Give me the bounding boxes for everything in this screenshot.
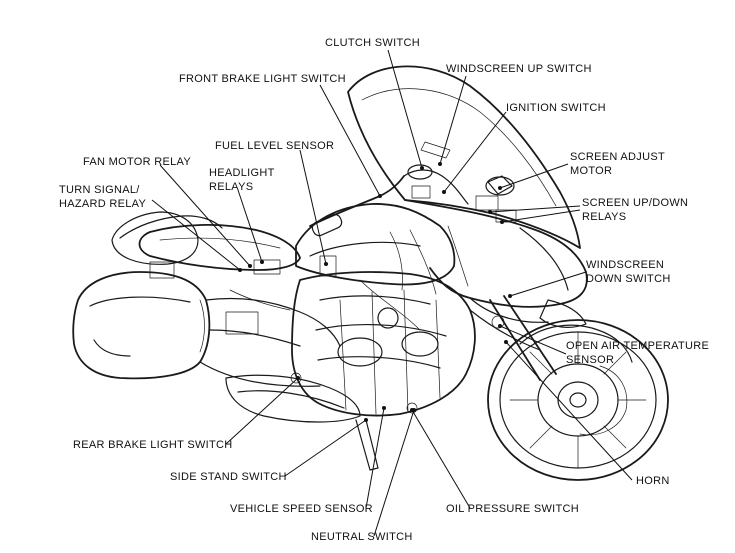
windscreen bbox=[347, 65, 581, 249]
label-rear-brake-light-switch: REAR BRAKE LIGHT SWITCH bbox=[73, 439, 233, 451]
label-fuel-level-sensor: FUEL LEVEL SENSOR bbox=[215, 140, 334, 152]
label-screen-adjust-motor: SCREEN ADJUST MOTOR bbox=[570, 151, 668, 177]
rear-frame bbox=[205, 297, 341, 347]
front-fork bbox=[489, 295, 557, 381]
motorcycle-illustration bbox=[72, 65, 669, 481]
engine bbox=[291, 271, 476, 417]
label-clutch-switch: CLUTCH SWITCH bbox=[325, 37, 420, 49]
label-front-brake-light-switch: FRONT BRAKE LIGHT SWITCH bbox=[179, 73, 346, 85]
exhaust bbox=[225, 374, 361, 423]
label-headlight-relays: HEADLIGHT RELAYS bbox=[209, 167, 278, 193]
saddlebag bbox=[72, 271, 211, 380]
label-windscreen-up-switch: WINDSCREEN UP SWITCH bbox=[446, 63, 592, 75]
label-open-air-temperature-sensor: OPEN AIR TEMPERATURE SENSOR bbox=[566, 340, 712, 366]
labels: CLUTCH SWITCH FRONT BRAKE LIGHT SWITCH W… bbox=[59, 37, 712, 543]
front-wheel bbox=[487, 319, 669, 481]
leader-lines bbox=[151, 49, 633, 537]
label-turn-signal-hazard-relay: TURN SIGNAL/ HAZARD RELAY bbox=[59, 184, 146, 210]
label-fan-motor-relay: FAN MOTOR RELAY bbox=[83, 156, 191, 168]
label-screen-up-down-relays: SCREEN UP/DOWN RELAYS bbox=[582, 197, 692, 223]
side-stand bbox=[355, 419, 379, 471]
label-ignition-switch: IGNITION SWITCH bbox=[506, 102, 606, 114]
label-neutral-switch: NEUTRAL SWITCH bbox=[311, 531, 413, 543]
label-oil-pressure-switch: OIL PRESSURE SWITCH bbox=[446, 503, 579, 515]
label-windscreen-down-switch: WINDSCREEN DOWN SWITCH bbox=[586, 259, 671, 285]
rear-trunk bbox=[111, 211, 199, 265]
label-vehicle-speed-sensor: VEHICLE SPEED SENSOR bbox=[230, 503, 373, 515]
seat bbox=[138, 224, 301, 271]
label-horn: HORN bbox=[636, 475, 670, 487]
label-side-stand-switch: SIDE STAND SWITCH bbox=[170, 471, 287, 483]
front-fender bbox=[519, 324, 633, 363]
fuel-tank bbox=[295, 203, 456, 286]
